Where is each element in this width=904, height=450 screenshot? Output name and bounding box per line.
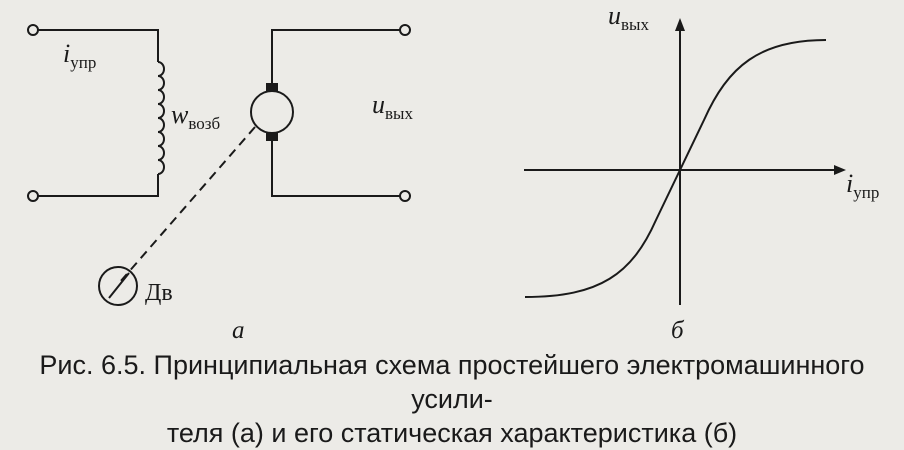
- field-winding-label: wвозб: [171, 100, 220, 133]
- characteristic-plot: [524, 18, 846, 305]
- brush-top: [266, 83, 278, 91]
- motor-label: Дв: [145, 280, 173, 306]
- motor-circle: [98, 266, 138, 306]
- drive-motor: [98, 126, 256, 306]
- x-axis-label: iупр: [846, 169, 879, 202]
- input-terminal-top: [27, 24, 39, 36]
- output-voltage-label: uвых: [372, 90, 413, 123]
- control-circuit: [27, 24, 165, 202]
- y-axis-arrow: [675, 18, 685, 31]
- control-wire-bottom: [38, 174, 159, 197]
- diagram-canvas: iупр wвозб uвых Дв а uвых iупр б: [27, 1, 879, 344]
- characteristic-curve: [524, 39, 827, 298]
- field-winding-coil: [157, 61, 165, 175]
- output-wire-bottom: [271, 141, 400, 197]
- shaft-link-dashed: [119, 126, 256, 283]
- brush-bottom: [266, 133, 278, 141]
- figure: iупр wвозб uвых Дв а uвых iупр б Рис. 6.…: [27, 1, 879, 448]
- y-axis-label: uвых: [608, 1, 649, 34]
- caption-line-1: Рис. 6.5. Принципиальная схема простейше…: [39, 350, 865, 414]
- panel-a-letter: а: [232, 317, 245, 344]
- panel-b-letter: б: [671, 317, 685, 344]
- control-current-label: iупр: [63, 39, 96, 72]
- caption-line-2: теля (а) и его статическая характеристик…: [166, 418, 738, 448]
- input-terminal-bottom: [27, 190, 39, 202]
- generator-circuit: [250, 24, 411, 202]
- figure-caption: Рис. 6.5. Принципиальная схема простейше…: [0, 348, 904, 450]
- motor-shaft-line: [108, 272, 130, 299]
- output-terminal-bottom: [399, 190, 411, 202]
- x-axis-arrow: [834, 165, 846, 175]
- generator-armature: [250, 90, 294, 134]
- output-wire-top: [271, 29, 400, 83]
- control-wire-top: [38, 29, 159, 62]
- output-terminal-top: [399, 24, 411, 36]
